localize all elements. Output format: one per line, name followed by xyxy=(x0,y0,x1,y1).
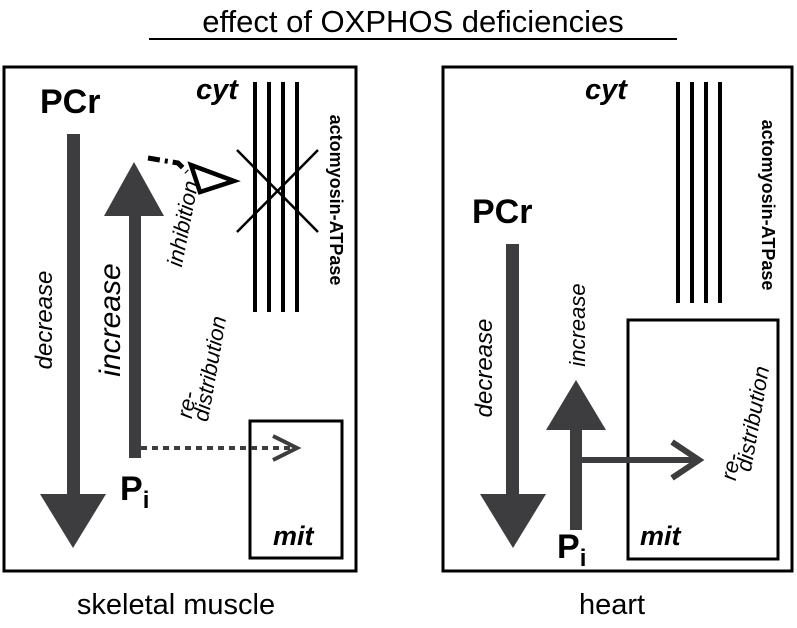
heart-mit-label: mit xyxy=(640,521,682,551)
heart-pi-increase-arrow xyxy=(546,380,606,530)
heart-redistribution-label-line2: distribution xyxy=(731,364,774,473)
heart-pi-label: Pi xyxy=(557,528,586,572)
skeletal-actomyosin-filaments xyxy=(253,82,299,312)
heart-pcr-label: PCr xyxy=(472,193,532,231)
heart-pcr-decrease-arrow xyxy=(480,244,546,548)
skeletal-mit-label: mit xyxy=(273,521,315,551)
skeletal-muscle-cell-frame xyxy=(2,65,358,573)
skeletal-muscle-caption: skeletal muscle xyxy=(77,589,275,621)
skeletal-decrease-label: decrease xyxy=(31,271,58,370)
heart-actomyosin-filaments xyxy=(676,82,722,303)
heart-cyt-label: cyt xyxy=(585,74,628,106)
heart-redistribution-arrow xyxy=(582,439,705,481)
skeletal-redistribution-label-line1: re- xyxy=(172,389,201,420)
skeletal-pi-increase-arrow xyxy=(104,162,164,458)
skeletal-cyt-label: cyt xyxy=(196,74,239,106)
heart-increase-label: increase xyxy=(565,283,590,366)
skeletal-redistribution-arrow xyxy=(141,434,302,462)
skeletal-increase-label: increase xyxy=(94,263,127,376)
skeletal-actomyosin-label: actomyosin-ATPase xyxy=(326,115,346,286)
skeletal-inhibition-label: inhibition xyxy=(162,179,203,269)
skeletal-pi-label: Pi xyxy=(120,470,149,514)
heart-redistribution-label-line1: re- xyxy=(716,451,745,482)
skeletal-actomyosin-inhibited-cross xyxy=(236,149,319,233)
heart-panel: cyt mit PCr Pi decrease increase actomyo… xyxy=(441,65,794,621)
skeletal-muscle-mitochondrion-box xyxy=(248,419,344,560)
heart-decrease-label: decrease xyxy=(471,319,498,418)
heart-cell-frame xyxy=(441,65,794,573)
skeletal-pcr-decrease-arrow xyxy=(40,134,106,548)
skeletal-muscle-panel: cyt mit PCr Pi decrease increase inhibit… xyxy=(2,65,358,621)
heart-caption: heart xyxy=(579,589,645,621)
skeletal-pcr-label: PCr xyxy=(40,83,100,121)
skeletal-redistribution-label-line2: distribution xyxy=(188,314,231,423)
skeletal-inhibition-arrow xyxy=(147,155,241,195)
diagram-title: effect of OXPHOS deficiencies xyxy=(202,4,624,39)
heart-actomyosin-label: actomyosin-ATPase xyxy=(758,120,778,291)
heart-mitochondrion-box xyxy=(626,318,780,561)
